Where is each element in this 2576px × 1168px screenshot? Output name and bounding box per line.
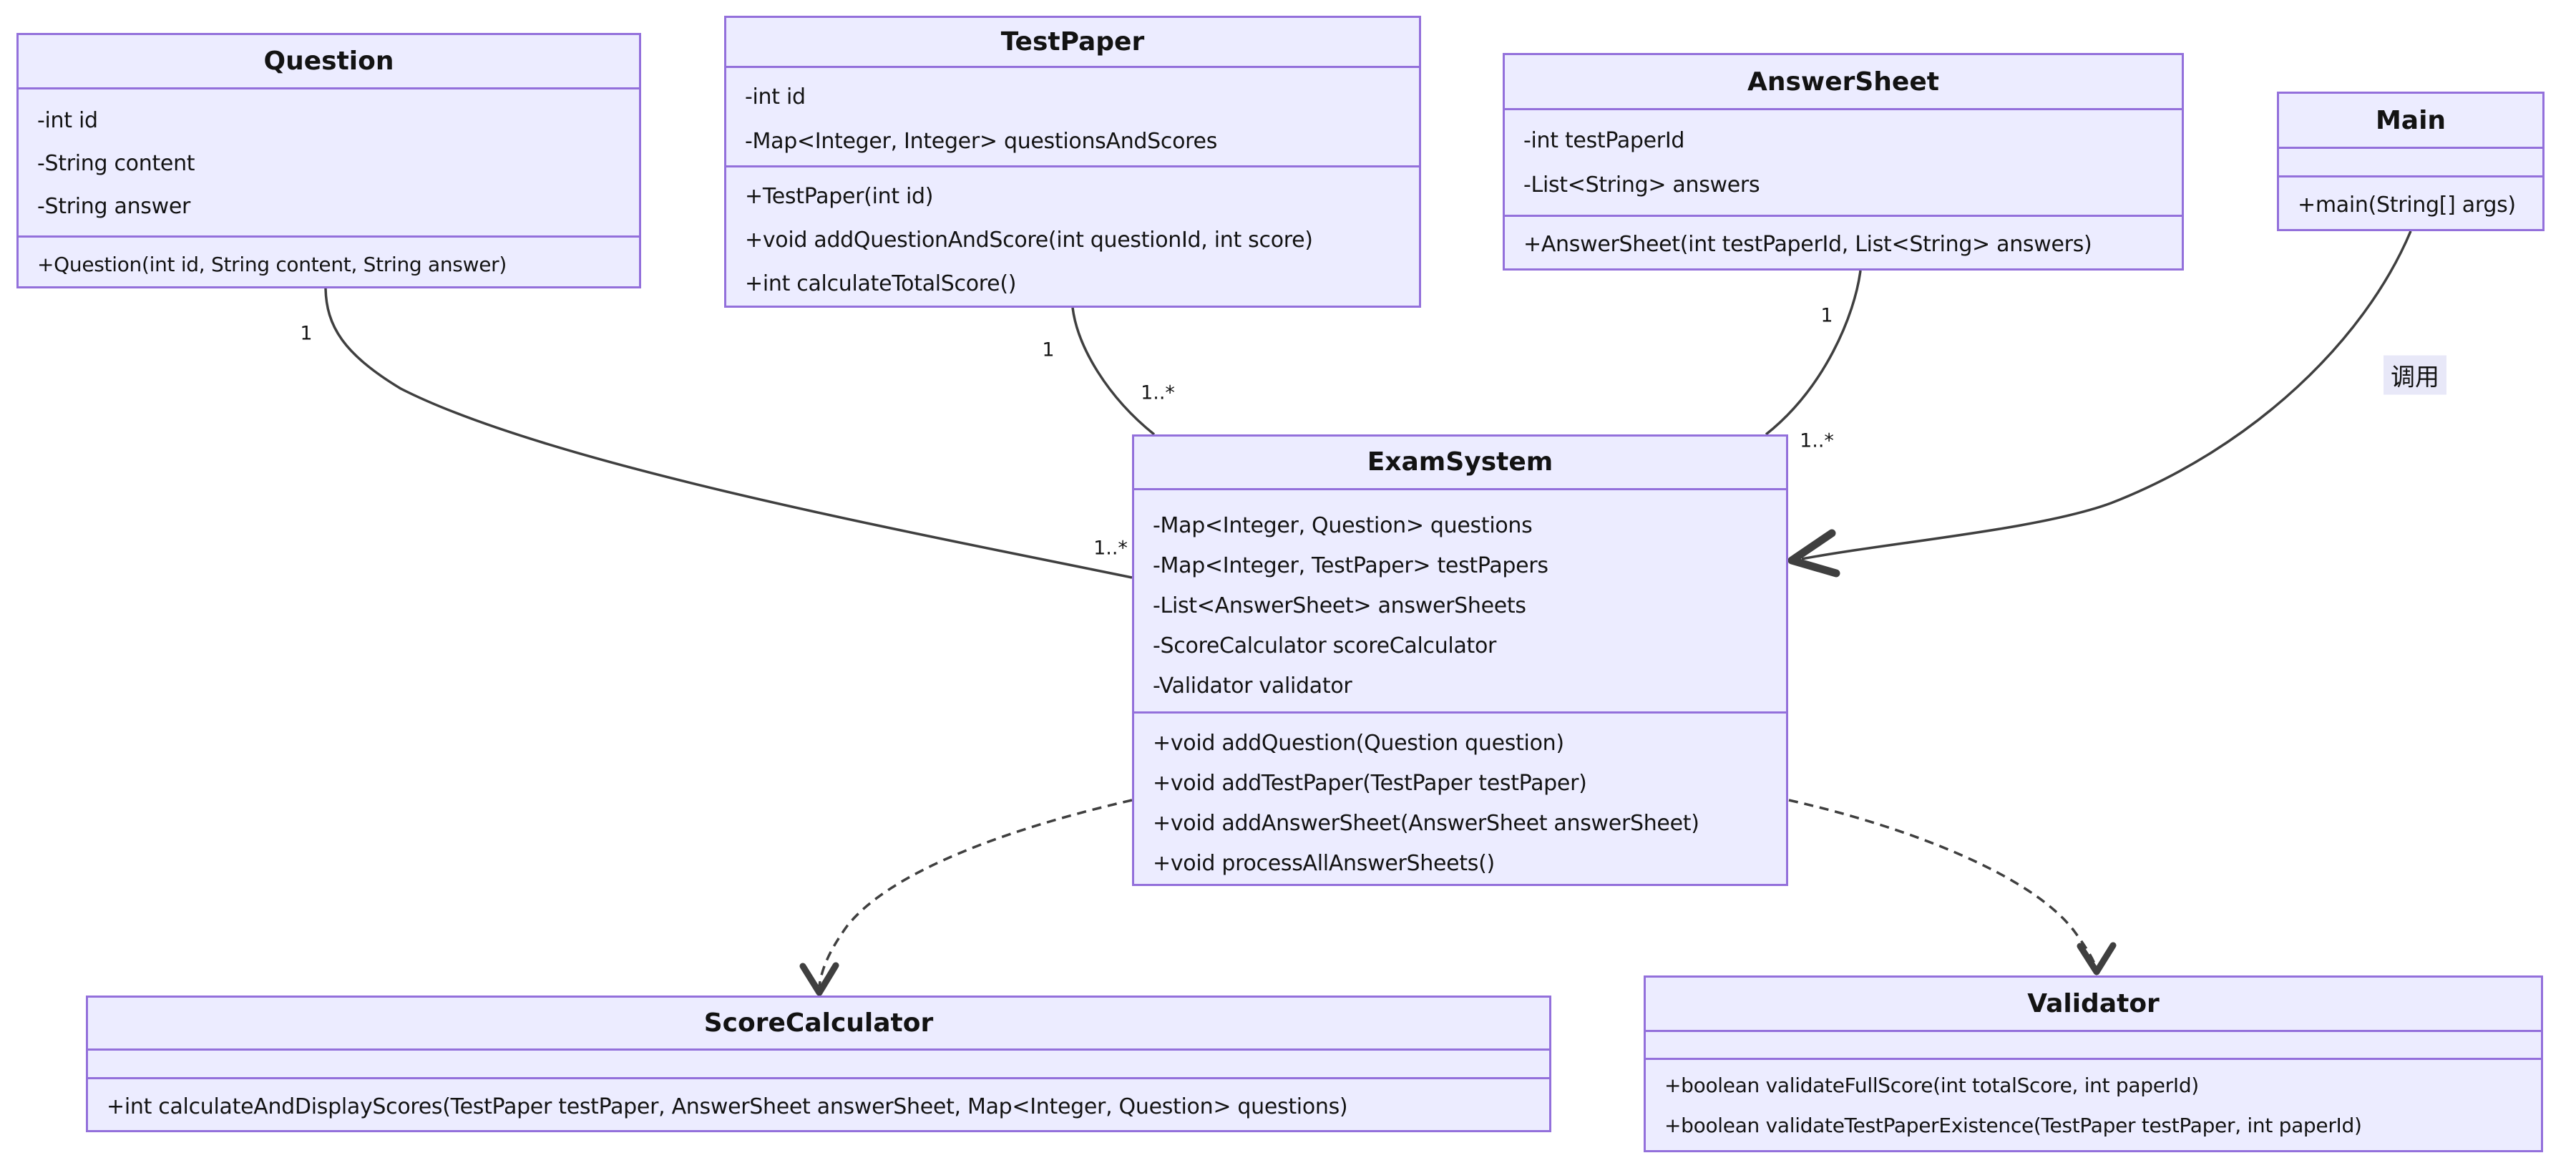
class-attributes: -Map<Integer, Question> questions -Map<I… (1134, 487, 1786, 711)
class-attributes-empty (88, 1048, 1549, 1077)
cardinality-examsystem-questions: 1..* (1093, 537, 1128, 560)
cardinality-examsystem-answersheets: 1..* (1800, 429, 1834, 452)
class-title: TestPaper (1000, 27, 1145, 57)
cardinality-answersheet: 1 (1820, 304, 1833, 327)
class-title: Main (2375, 105, 2446, 135)
class-box-question: Question -int id -String content -String… (16, 33, 641, 288)
class-methods: +void addQuestion(Question question) +vo… (1134, 711, 1786, 884)
cardinality-examsystem-testpapers: 1..* (1141, 381, 1175, 404)
attribute: -Map<Integer, TestPaper> testPapers (1153, 553, 1548, 578)
class-title: ScoreCalculator (703, 1008, 934, 1038)
class-methods: +int calculateAndDisplayScores(TestPaper… (88, 1077, 1549, 1130)
attribute: -int id (37, 108, 98, 133)
edge-question-examsystem (324, 288, 1133, 579)
class-title: ExamSystem (1367, 447, 1553, 477)
edge-testpaper-examsystem (1071, 307, 1156, 436)
edge-label-call: 调用 (2384, 355, 2446, 395)
method: +void addQuestion(Question question) (1153, 731, 1564, 756)
class-box-examsystem: ExamSystem -Map<Integer, Question> quest… (1132, 434, 1788, 886)
method: +AnswerSheet(int testPaperId, List<Strin… (1523, 232, 2092, 257)
attribute: -Validator validator (1153, 673, 1352, 699)
class-box-validator: Validator +boolean validateFullScore(int… (1644, 975, 2543, 1152)
attribute: -int id (745, 84, 806, 110)
class-box-testpaper: TestPaper -int id -Map<Integer, Integer>… (724, 16, 1421, 308)
attribute: -ScoreCalculator scoreCalculator (1153, 633, 1497, 658)
class-methods: +AnswerSheet(int testPaperId, List<Strin… (1505, 215, 2182, 268)
class-methods: +TestPaper(int id) +void addQuestionAndS… (726, 165, 1419, 306)
attribute: -int testPaperId (1523, 128, 1685, 153)
class-methods: +Question(int id, String content, String… (19, 235, 639, 286)
class-attributes-empty (1646, 1030, 2541, 1058)
class-title: AnswerSheet (1747, 67, 1939, 97)
attribute: -List<String> answers (1523, 172, 1760, 198)
class-attributes-empty (2279, 147, 2542, 175)
attribute: -String content (37, 151, 195, 176)
dependency-arrowhead-validator (2077, 942, 2117, 975)
edge-answersheet-examsystem (1765, 270, 1862, 436)
method: +main(String[] args) (2298, 193, 2516, 218)
dependency-arrowhead-scorecalculator (799, 962, 839, 996)
method: +void addQuestionAndScore(int questionId… (745, 228, 1313, 253)
class-methods: +boolean validateFullScore(int totalScor… (1646, 1058, 2541, 1150)
method: +boolean validateFullScore(int totalScor… (1664, 1074, 2199, 1097)
method: +TestPaper(int id) (745, 184, 934, 209)
attribute: -Map<Integer, Integer> questionsAndScore… (745, 129, 1218, 155)
edge-examsystem-scorecalculator (818, 799, 1133, 987)
edge-examsystem-validator (1788, 799, 2098, 970)
class-attributes: -int id -String content -String answer (19, 87, 639, 235)
class-box-answersheet: AnswerSheet -int testPaperId -List<Strin… (1503, 53, 2184, 271)
cardinality-testpaper: 1 (1042, 339, 1055, 361)
cardinality-question: 1 (300, 322, 313, 345)
attribute: -List<AnswerSheet> answerSheets (1153, 593, 1526, 618)
class-box-main: Main +main(String[] args) (2277, 92, 2545, 231)
class-methods: +main(String[] args) (2279, 175, 2542, 229)
attribute: -Map<Integer, Question> questions (1153, 512, 1533, 538)
method: +int calculateTotalScore() (745, 271, 1017, 296)
class-box-scorecalculator: ScoreCalculator +int calculateAndDisplay… (86, 996, 1551, 1132)
method: +void processAllAnswerSheets() (1153, 851, 1495, 876)
class-attributes: -int id -Map<Integer, Integer> questions… (726, 66, 1419, 165)
method: +void addTestPaper(TestPaper testPaper) (1153, 771, 1587, 796)
method: +Question(int id, String content, String… (37, 253, 507, 276)
edge-main-examsystem (1801, 230, 2412, 560)
class-title: Question (263, 47, 394, 76)
class-attributes: -int testPaperId -List<String> answers (1505, 108, 2182, 215)
method: +void addAnswerSheet(AnswerSheet answerS… (1153, 811, 1699, 836)
attribute: -String answer (37, 194, 191, 219)
method: +boolean validateTestPaperExistence(Test… (1664, 1114, 2362, 1137)
main-call-arrowhead (1787, 529, 1840, 578)
class-title: Validator (2027, 989, 2160, 1018)
method: +int calculateAndDisplayScores(TestPaper… (107, 1094, 1348, 1119)
